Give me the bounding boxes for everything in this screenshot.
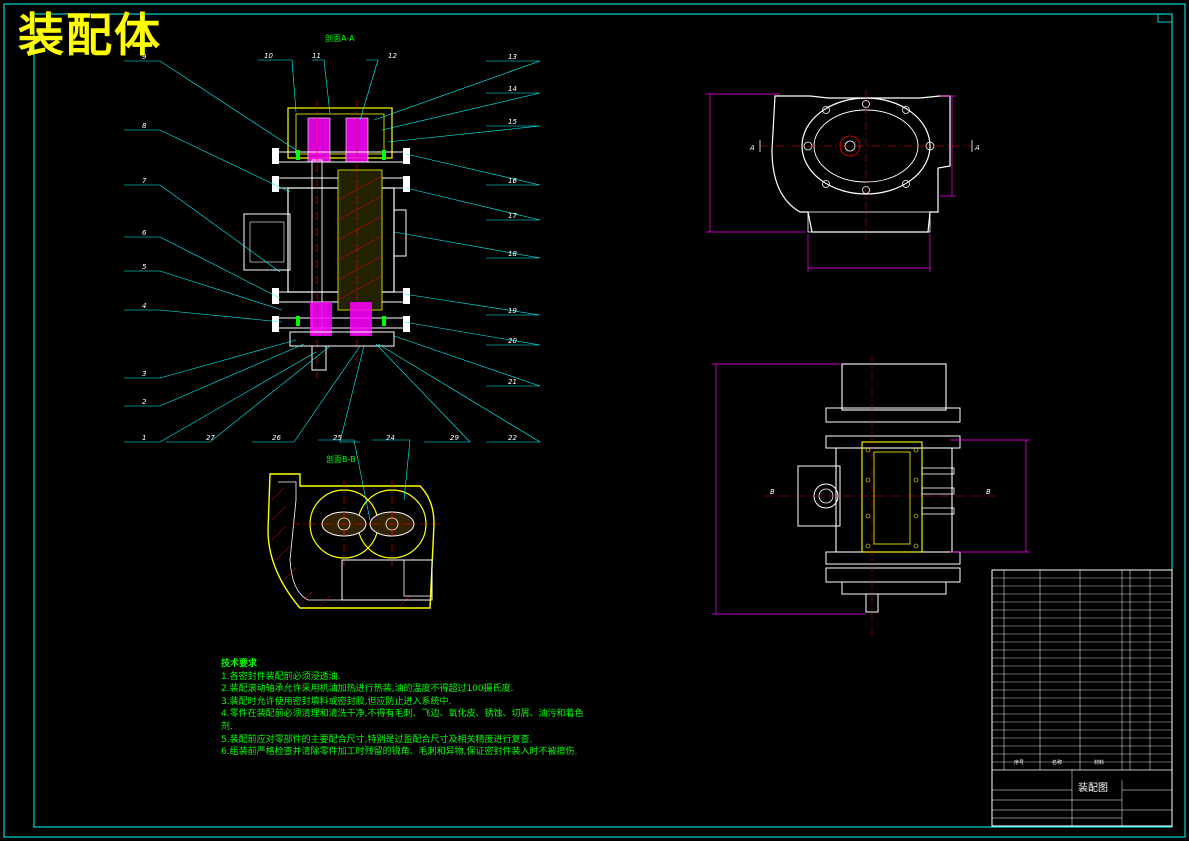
part-label-15: 15 (508, 118, 517, 126)
part-label-20: 20 (508, 337, 517, 345)
part-label-22: 22 (508, 434, 517, 442)
outer-frame (3, 3, 1186, 838)
view-mark-b-right: B (986, 488, 991, 496)
notes-line-1: 1.各密封件装配前必须浸透油. (221, 671, 341, 682)
part-label-5: 5 (142, 263, 147, 271)
header-name: 名称 (1052, 759, 1062, 766)
parts-list-table: 序号 名称 材料 装配图 (991, 569, 1173, 827)
section-a-a-view: 剖面A-A (124, 33, 542, 443)
part-label-14: 14 (508, 85, 517, 93)
part-label-21: 21 (508, 378, 517, 386)
part-label-7: 7 (142, 177, 147, 185)
notes-heading: 技术要求 (221, 659, 258, 669)
corner-mark (1157, 13, 1173, 23)
view-mark-a-left: A (749, 144, 755, 152)
part-label-16: 16 (508, 177, 517, 185)
section-aa-label: 剖面A-A (325, 33, 355, 43)
technical-requirements: 技术要求 1.各密封件装配前必须浸透油. 2.装配滚动轴承允许采用机油加热进行热… (221, 658, 591, 759)
part-label-4: 4 (142, 302, 146, 310)
part-label-8: 8 (142, 122, 147, 130)
part-label-25: 25 (333, 434, 342, 442)
part-label-19: 19 (508, 307, 517, 315)
inner-frame (33, 13, 1173, 828)
notes-line-6: 6.组装前严格检查并清除零件加工时残留的锐角、毛刺和异物,保证密封件装入时不被擦… (221, 747, 578, 758)
notes-line-5: 5.装配前应对零部件的主要配合尺寸,特别是过盈配合尺寸及相关精度进行复查. (221, 734, 533, 745)
part-label-18: 18 (508, 250, 517, 258)
section-b-b-view: 剖面B-B (267, 439, 440, 609)
part-label-13: 13 (508, 53, 517, 61)
header-material: 材料 (1094, 759, 1104, 766)
notes-line-2: 2.装配滚动轴承允许采用机油加热进行热装,油的温度不得超过100摄氏度. (221, 684, 514, 695)
part-label-6: 6 (142, 229, 147, 237)
part-label-24: 24 (386, 434, 395, 442)
notes-line-3: 3.装配时允许使用密封填料或密封胶,但应防止进入系统中. (221, 696, 452, 707)
part-label-12: 12 (388, 52, 397, 60)
part-label-1: 1 (142, 434, 146, 442)
part-label-9: 9 (142, 53, 147, 61)
drawing-name: 装配图 (1078, 781, 1108, 794)
view-mark-b-left: B (770, 488, 775, 496)
part-label-27: 27 (206, 434, 215, 442)
header-seq: 序号 (1014, 759, 1024, 766)
section-bb-label: 剖面B-B (326, 454, 356, 464)
part-label-26: 26 (272, 434, 281, 442)
drawing-title: 装配体 (18, 8, 162, 62)
part-label-11: 11 (312, 52, 321, 60)
part-label-2: 2 (142, 398, 147, 406)
view-mark-a-right: A (974, 144, 980, 152)
part-label-17: 17 (508, 212, 517, 220)
notes-line-4: 4.零件在装配前必须清理和清洗干净,不得有毛刺、飞边、氧化皮、锈蚀、切屑、油污和… (221, 709, 584, 732)
part-label-10: 10 (264, 52, 273, 60)
part-label-29: 29 (450, 434, 459, 442)
part-label-3: 3 (142, 370, 146, 378)
end-view: A A (706, 90, 980, 272)
plan-view: B B (712, 356, 1030, 636)
